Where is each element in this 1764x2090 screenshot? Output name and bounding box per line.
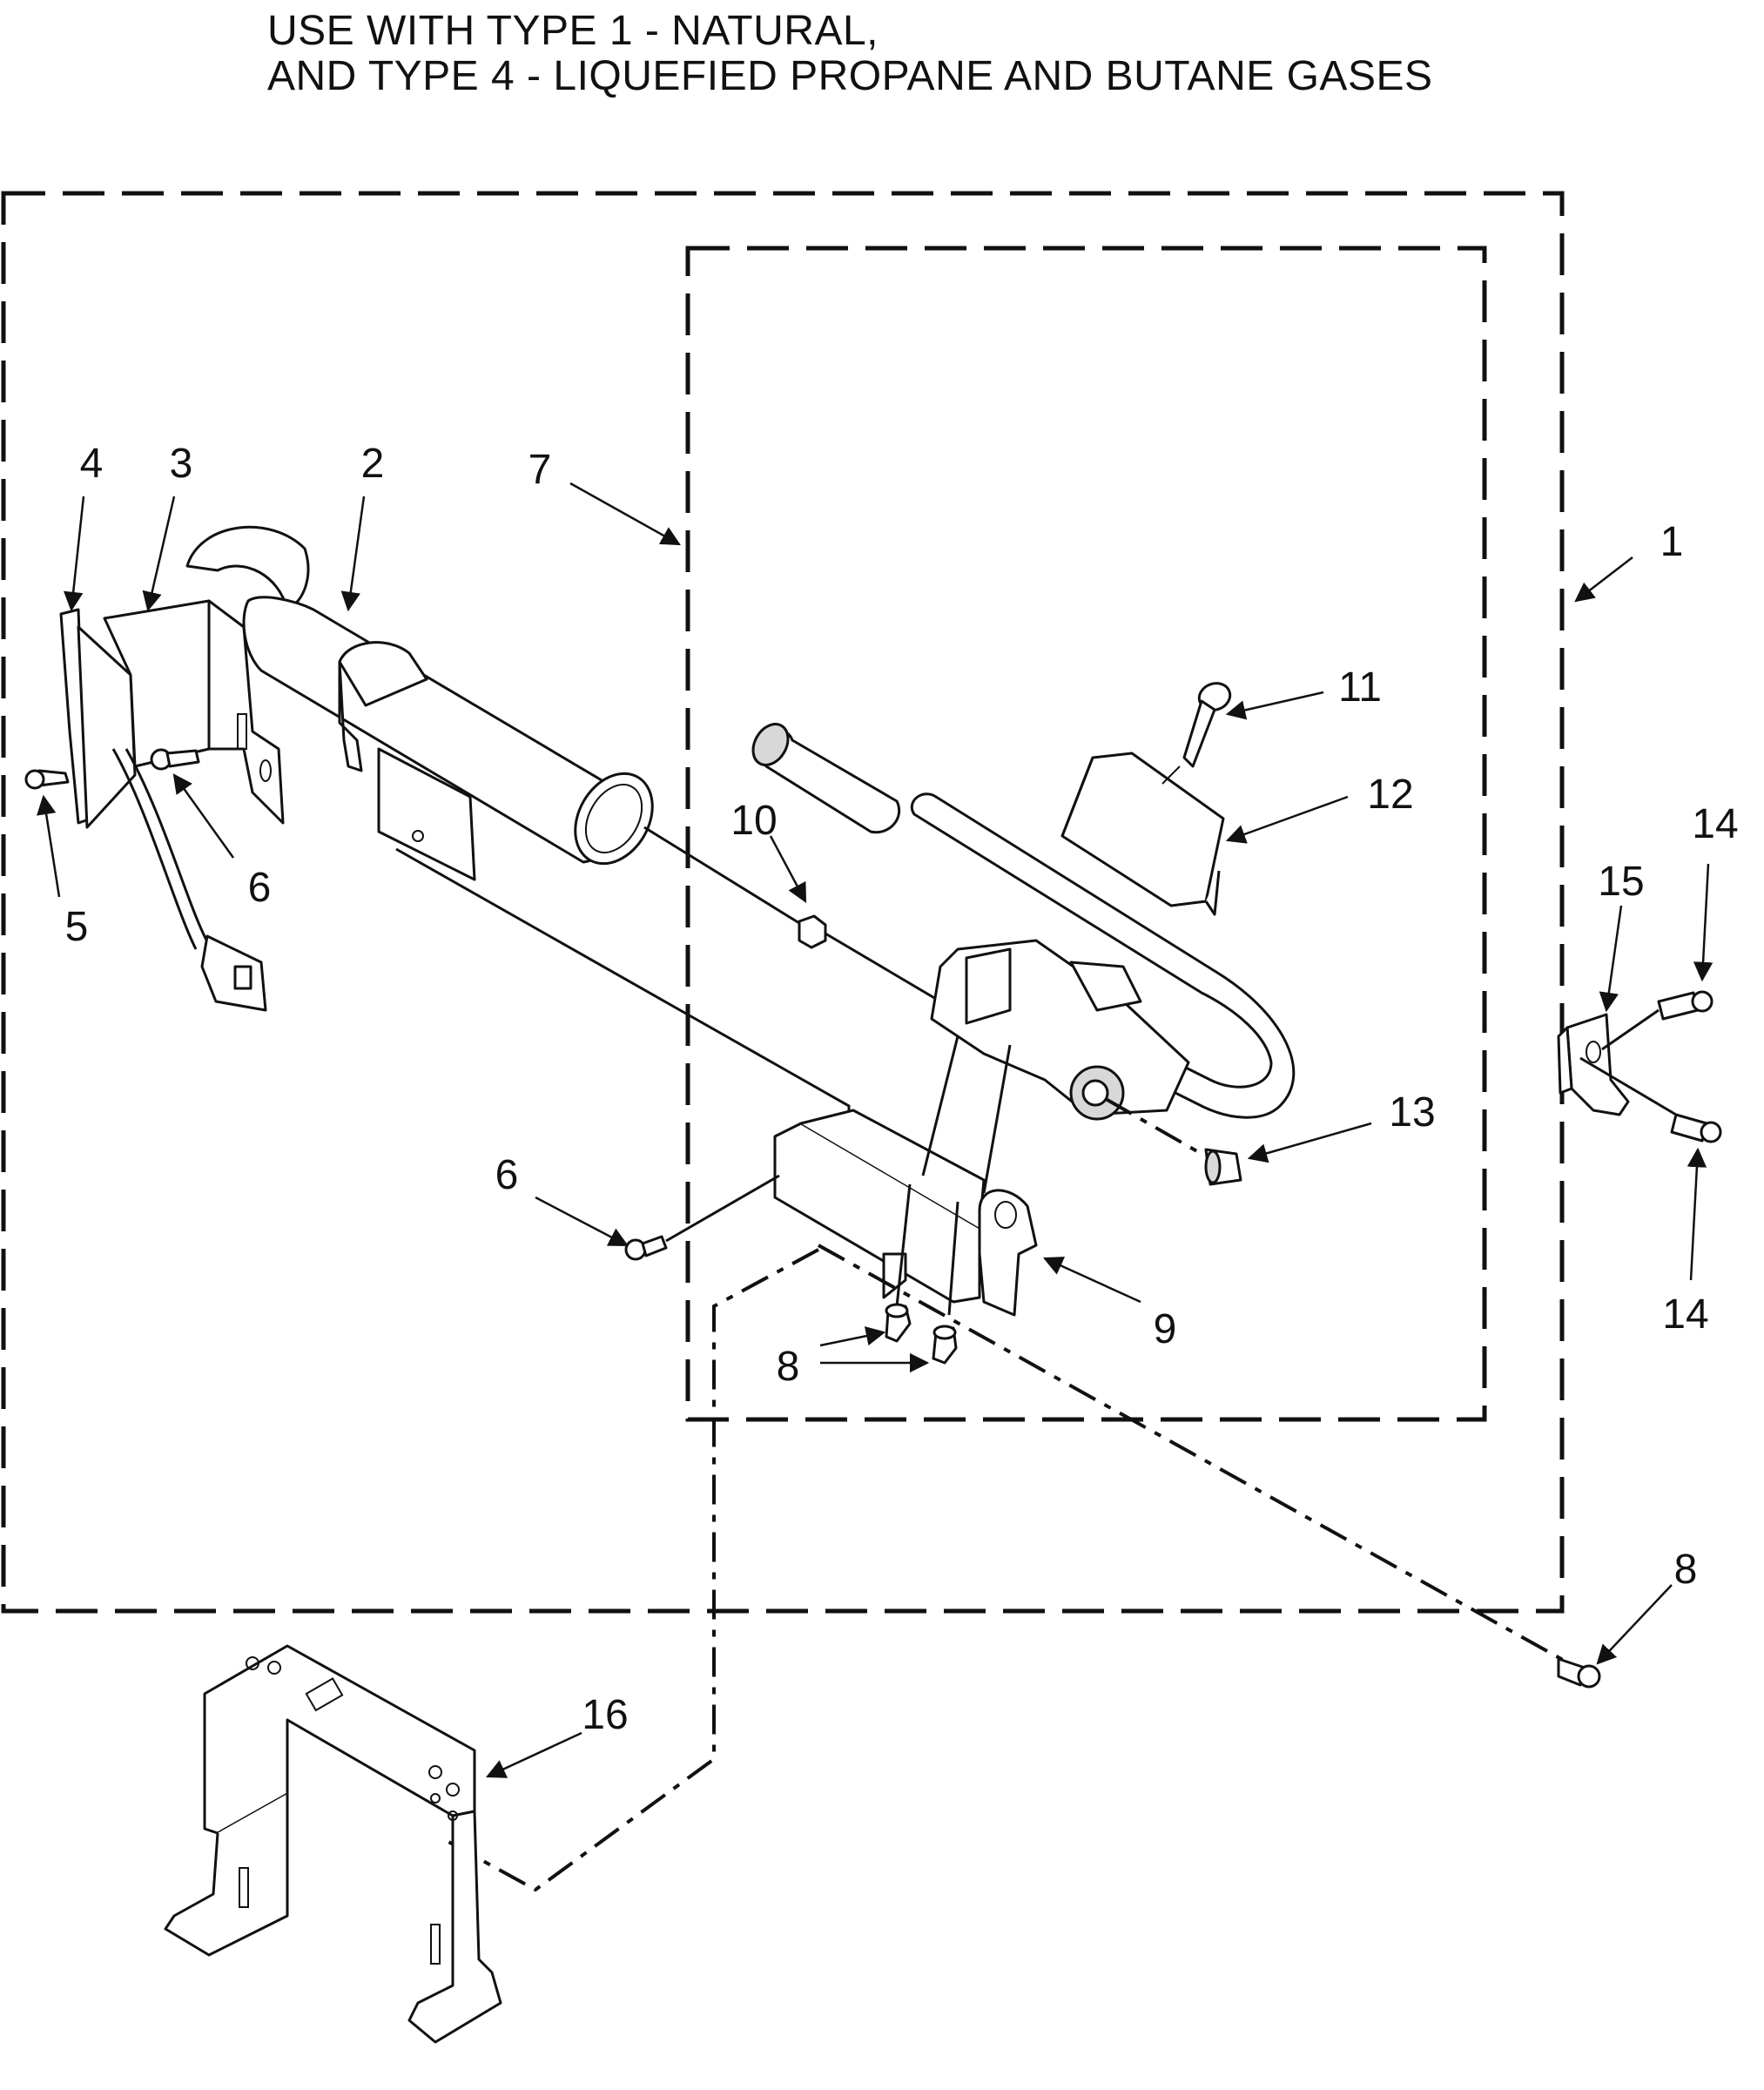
callout-12: 12 [1367, 772, 1413, 818]
callout-13: 13 [1389, 1089, 1435, 1136]
leader-15 [1599, 905, 1623, 1013]
callout-15: 15 [1598, 859, 1644, 905]
callout-11: 11 [1338, 664, 1382, 711]
callout-3: 3 [170, 441, 193, 487]
leader-4 [63, 496, 85, 612]
callout-8b: 8 [1674, 1547, 1698, 1593]
solenoid-coil-part-12 [1060, 752, 1225, 916]
callout-14a: 14 [1692, 801, 1738, 847]
bracket-part-15 [1557, 1008, 1677, 1116]
gas-valve [930, 939, 1202, 1156]
diagram-title: USE WITH TYPE 1 - NATURAL, AND TYPE 4 - … [267, 9, 1432, 99]
leader-10 [769, 835, 807, 903]
inner-kit-boundary [685, 246, 1487, 1422]
callout-6b: 6 [495, 1152, 519, 1198]
leader-16 [485, 1731, 582, 1778]
wire-harness [111, 748, 267, 1012]
screw-part-11 [1161, 682, 1232, 785]
title-line-2: AND TYPE 4 - LIQUEFIED PROPANE AND BUTAN… [267, 53, 1433, 99]
mounting-line-8 [818, 1244, 1586, 1674]
base-bracket-part-16 [164, 1644, 502, 2044]
gas-tube [911, 792, 1296, 1119]
leader-3 [142, 496, 176, 612]
leader-11 [1225, 691, 1324, 720]
burner-tube-part-2 [185, 525, 654, 866]
outer-kit-boundary [1, 191, 1565, 1614]
screw-part-6-lower [624, 1174, 780, 1261]
callout-16: 16 [582, 1692, 628, 1738]
leader-8c [1596, 1584, 1673, 1665]
callout-10: 10 [731, 798, 777, 844]
callout-4: 4 [80, 441, 104, 487]
leader-2 [340, 496, 366, 612]
orifice-part-10 [643, 826, 941, 1003]
bracket-part-4 [59, 608, 137, 829]
callout-6a: 6 [248, 865, 272, 911]
leader-7 [569, 482, 681, 546]
leader-1 [1574, 556, 1633, 603]
plug-part-13 [1204, 1148, 1242, 1186]
callout-9: 9 [1154, 1306, 1177, 1352]
leader-5 [37, 794, 61, 898]
screw-part-5 [24, 769, 70, 790]
callout-14b: 14 [1662, 1291, 1708, 1338]
leader-14b [1687, 1147, 1707, 1281]
leader-13 [1247, 1122, 1372, 1163]
leader-6a [172, 773, 235, 859]
coil-tube [751, 723, 901, 834]
callout-2: 2 [361, 441, 385, 487]
leader-12 [1225, 795, 1349, 844]
callout-8a: 8 [777, 1344, 800, 1390]
bracket-part-3 [103, 599, 285, 825]
leader-9 [1042, 1257, 1141, 1304]
leader-8a [819, 1326, 886, 1347]
leader-14a [1693, 863, 1714, 982]
valve-bracket-part-9 [773, 1035, 1038, 1317]
callout-1: 1 [1660, 519, 1684, 565]
callout-5: 5 [65, 904, 89, 950]
screws-part-8-pair [885, 1303, 958, 1365]
leader-6b [535, 1196, 629, 1247]
title-line-1: USE WITH TYPE 1 - NATURAL, [267, 8, 879, 54]
callout-7: 7 [529, 447, 552, 493]
screw-part-6-upper [150, 748, 200, 771]
screws-part-14 [1657, 990, 1722, 1143]
mounting-line-16 [448, 1248, 819, 1892]
screw-part-8-lone [1557, 1657, 1601, 1689]
